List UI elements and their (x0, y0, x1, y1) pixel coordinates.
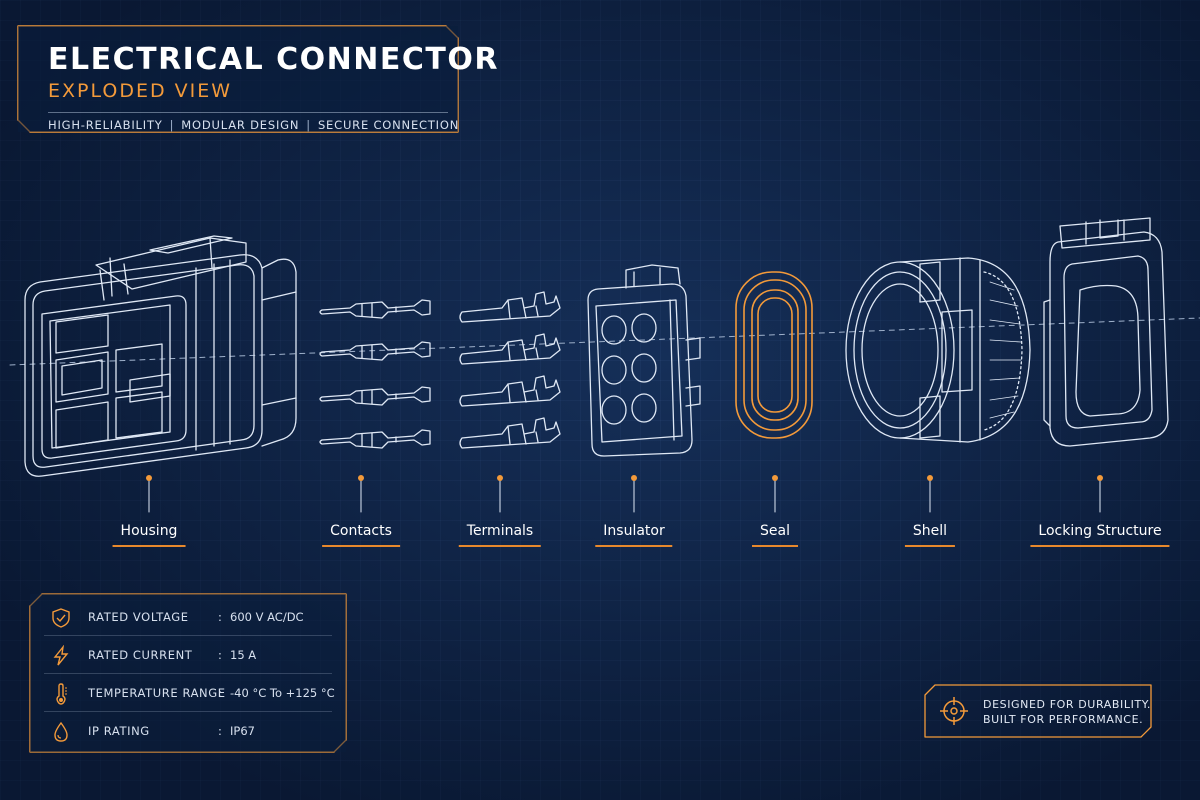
lightning-bolt-icon (53, 645, 69, 666)
part-label-contacts: Contacts (322, 523, 400, 547)
page-title: ELECTRICAL CONNECTOR (48, 42, 499, 77)
thermometer-icon (56, 683, 67, 705)
page-subtitle: EXPLODED VIEW (48, 80, 233, 102)
part-label-terminals: Terminals (458, 523, 542, 547)
spec-label: RATED VOLTAGE (88, 610, 189, 624)
insulator-part-drawing (587, 264, 701, 457)
leader-lines (148, 477, 1101, 513)
tagline-item: SECURE CONNECTION (317, 118, 460, 132)
spec-divider (44, 711, 332, 712)
part-label-housing: Housing (112, 523, 186, 547)
seal-part-drawing (735, 271, 813, 439)
terminals-part-drawing (459, 291, 561, 449)
leader-dots (146, 475, 1103, 481)
spec-value: IP67 (230, 724, 255, 738)
title-card: ELECTRICAL CONNECTOR EXPLODED VIEW HIGH-… (18, 26, 497, 132)
spec-panel: RATED VOLTAGE : 600 V AC/DC RATED CURREN… (30, 594, 346, 752)
part-label-seal: Seal (752, 523, 798, 547)
spec-row-temperature: TEMPERATURE RANGE : -40 °C To +125 °C (30, 674, 346, 712)
spec-colon: : (218, 648, 222, 662)
tagline-separator: | (169, 118, 175, 132)
crosshair-target-icon (940, 697, 968, 725)
spec-label: TEMPERATURE RANGE (88, 686, 226, 700)
center-axis-line (9, 317, 1200, 366)
spec-row-voltage: RATED VOLTAGE : 600 V AC/DC (30, 598, 346, 636)
spec-label: RATED CURRENT (88, 648, 193, 662)
spec-colon: : (218, 610, 222, 624)
spec-value: 15 A (230, 648, 257, 662)
spec-row-current: RATED CURRENT : 15 A (30, 636, 346, 674)
badge-frame (924, 684, 1152, 738)
spec-value: -40 °C To +125 °C (230, 686, 335, 700)
durability-badge: DESIGNED FOR DURABILITY. BUILT FOR PERFO… (925, 685, 1151, 737)
badge-line-1: DESIGNED FOR DURABILITY. (983, 698, 1151, 711)
shell-part-drawing (845, 257, 1031, 443)
housing-part-drawing (24, 235, 297, 477)
tagline-separator: | (306, 118, 311, 132)
part-label-locking-structure: Locking Structure (1030, 523, 1170, 547)
spec-label: IP RATING (88, 724, 150, 738)
spec-colon: : (218, 686, 222, 700)
spec-value: 600 V AC/DC (230, 610, 304, 624)
badge-line-2: BUILT FOR PERFORMANCE. (983, 713, 1144, 726)
spec-divider (44, 673, 332, 674)
shield-check-icon (52, 608, 70, 628)
locking-structure-part-drawing (1043, 217, 1169, 447)
spec-row-ip-rating: IP RATING : IP67 (30, 712, 346, 750)
tagline: HIGH-RELIABILITY | MODULAR DESIGN | SECURE C… (48, 118, 459, 132)
tagline-item: HIGH-RELIABILITY (48, 118, 163, 132)
spec-colon: : (218, 724, 222, 738)
contacts-part-drawing (319, 299, 431, 449)
water-drop-icon (54, 721, 68, 742)
spec-divider (44, 635, 332, 636)
tagline-item: MODULAR DESIGN (181, 118, 300, 132)
part-label-insulator: Insulator (595, 523, 673, 547)
title-divider (48, 112, 448, 113)
part-label-shell: Shell (904, 523, 956, 547)
